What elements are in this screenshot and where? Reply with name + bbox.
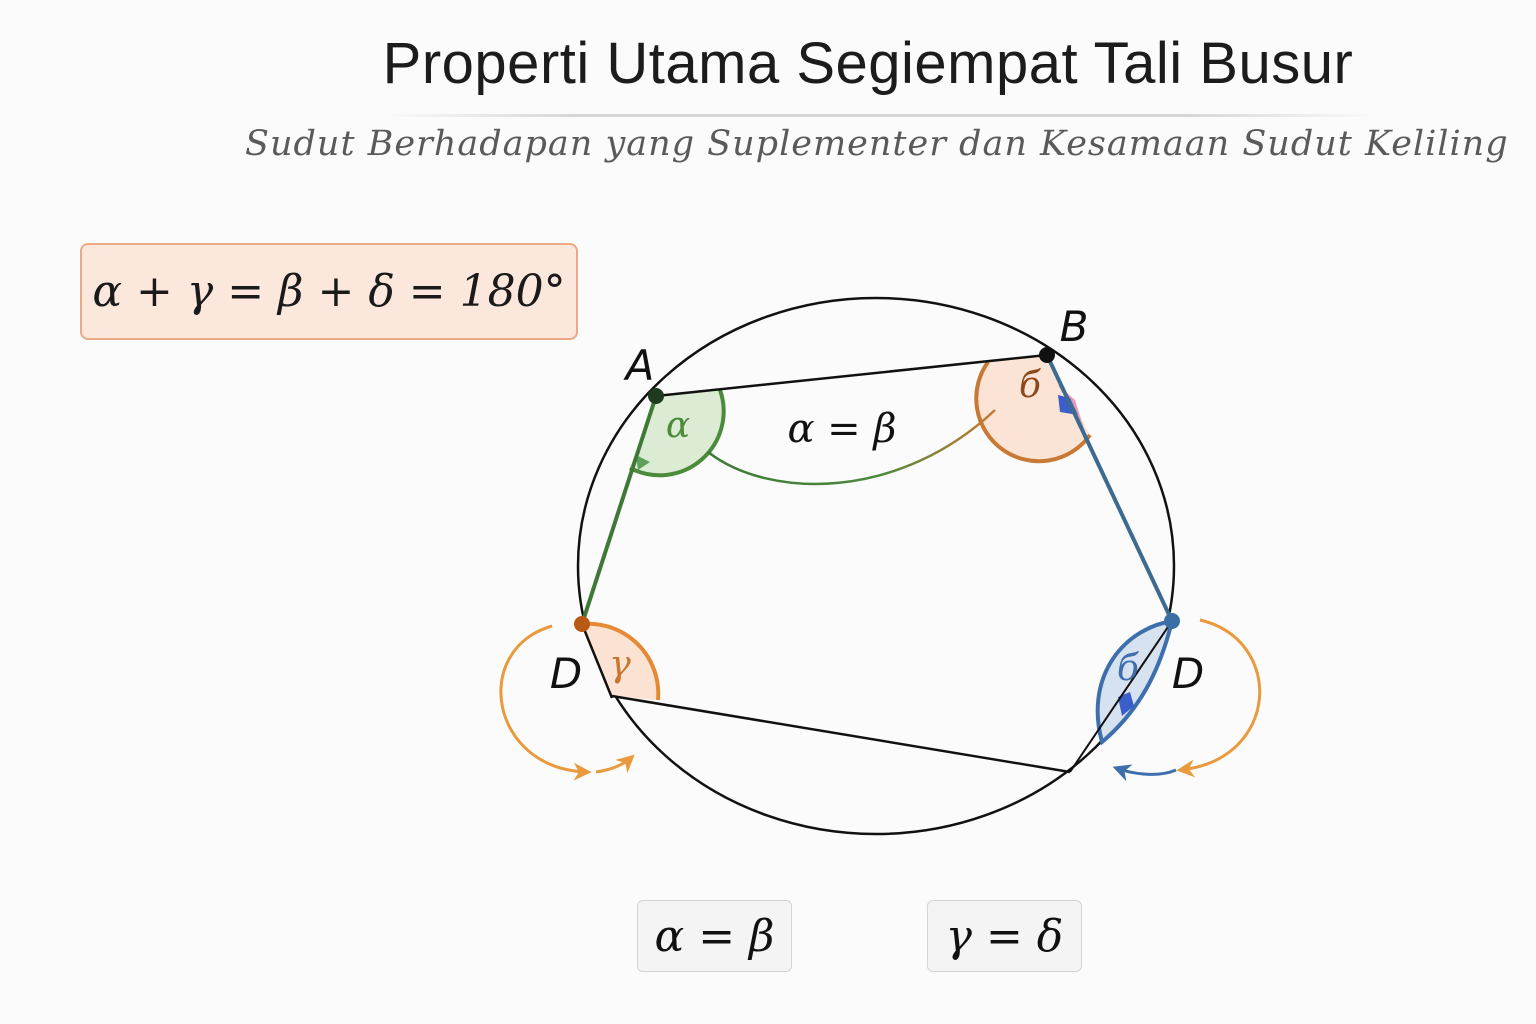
arrow-left-loop xyxy=(499,624,592,781)
arrow-right-loop xyxy=(1176,618,1262,778)
angle-alpha-marker xyxy=(636,455,650,470)
angle-delta-label: б xyxy=(1117,648,1140,689)
side-bottom xyxy=(611,694,1071,774)
circumcircle xyxy=(576,296,1176,836)
vertex-a-dot xyxy=(648,388,664,404)
vertex-d-right-dot xyxy=(1164,613,1180,629)
vertex-b-dot xyxy=(1039,347,1055,363)
angle-alpha-label: α xyxy=(666,405,690,446)
supplementary-formula-box: α + γ = β + δ = 180° xyxy=(80,243,578,340)
page-subtitle: Sudut Berhadapan yang Suplementer dan Ke… xyxy=(245,124,1509,164)
side-d-right-bottom xyxy=(1069,620,1173,773)
side-d-left-bottom xyxy=(580,623,614,699)
side-a-d-left xyxy=(580,395,658,625)
vertex-b-label: B xyxy=(1060,302,1089,351)
angle-delta-marker xyxy=(1118,692,1134,716)
angle-gamma-sector xyxy=(582,623,659,700)
vertex-d-left-dot xyxy=(574,616,590,632)
angle-beta-label: б xyxy=(1019,365,1042,406)
angle-alpha-sector xyxy=(630,390,724,476)
angle-alpha-arc xyxy=(629,389,726,478)
side-ab xyxy=(655,353,1048,398)
angle-beta-sector xyxy=(976,355,1090,462)
equality-alpha-beta-box: α = β xyxy=(637,900,792,972)
vertex-d-left-label: D xyxy=(550,649,582,698)
page-title: Properti Utama Segiempat Tali Busur xyxy=(382,31,1354,96)
vertex-a-label: A xyxy=(623,341,655,390)
arrow-right-blue xyxy=(1112,764,1177,782)
equality-alpha-beta: α = β xyxy=(654,910,775,962)
equality-gamma-delta: γ = δ xyxy=(945,910,1064,962)
angle-beta-arc xyxy=(974,360,1092,464)
vertex-d-right-label: D xyxy=(1172,649,1204,698)
title-divider xyxy=(380,114,1380,117)
arrow-left-short xyxy=(595,754,635,774)
side-b-d-right xyxy=(1045,354,1174,622)
angle-delta-sector xyxy=(1095,618,1175,746)
supplementary-formula: α + γ = β + δ = 180° xyxy=(92,266,566,317)
relation-arc-alpha-beta xyxy=(707,409,996,486)
equality-gamma-delta-box: γ = δ xyxy=(927,900,1082,972)
angle-gamma-arc xyxy=(581,621,661,701)
angle-gamma-label: γ xyxy=(609,644,631,685)
relation-label-alpha-beta: α = β xyxy=(787,406,896,452)
